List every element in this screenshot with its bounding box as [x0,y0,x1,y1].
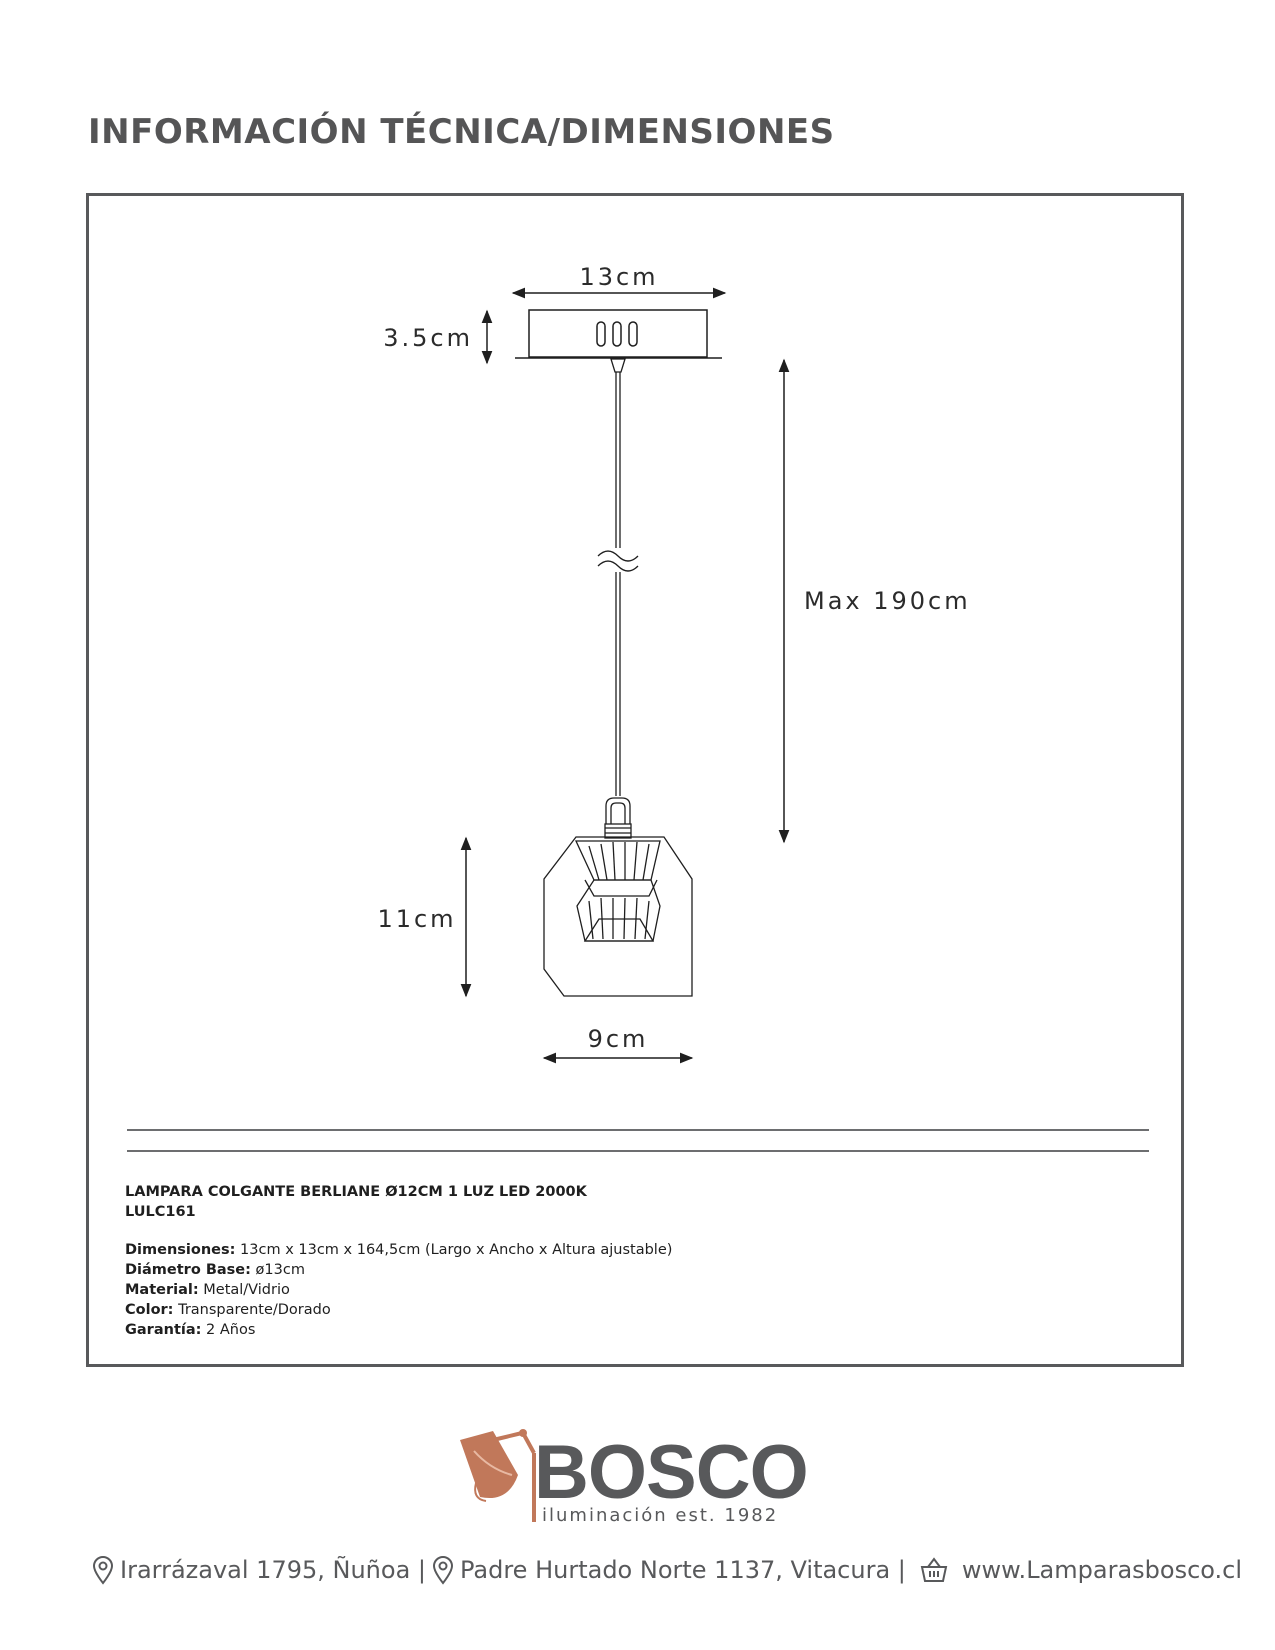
page-title: INFORMACIÓN TÉCNICA/DIMENSIONES [88,112,835,152]
shade-width-label: 9cm [588,1025,649,1053]
footer: Irarrázaval 1795, Ñuñoa | Padre Hurtado … [92,1555,1242,1585]
canopy-width-label: 13cm [579,263,658,291]
brand-name: BOSCO [534,1430,808,1515]
spec-color: Color: Transparente/Dorado [125,1302,331,1318]
footer-address-vitacura: Padre Hurtado Norte 1137, Vitacura | [460,1556,906,1584]
product-specs: LAMPARA COLGANTE BERLIANE Ø12CM 1 LUZ LE… [125,1182,672,1340]
divider-top [127,1129,1149,1131]
max-length-label: Max 190cm [804,587,971,615]
spec-base-diameter: Diámetro Base: ø13cm [125,1262,305,1278]
spec-material: Material: Metal/Vidrio [125,1282,290,1298]
spec-dimensions: Dimensiones: 13cm x 13cm x 164,5cm (Larg… [125,1242,673,1258]
suspension-cable [597,358,639,796]
shade-height-label: 11cm [377,905,456,933]
footer-website-link[interactable]: www.Lamparasbosco.cl [961,1556,1243,1584]
divider-bottom [127,1150,1149,1152]
location-pin-icon [92,1556,114,1585]
product-name: LAMPARA COLGANTE BERLIANE Ø12CM 1 LUZ LE… [125,1184,587,1200]
dimension-drawing: 13cm 3.5cm Max 190cm [377,263,971,1064]
location-pin-icon [432,1556,454,1585]
product-code: LULC161 [125,1204,196,1220]
footer-address-nunoa: Irarrázaval 1795, Ñuñoa | [120,1556,426,1584]
lamp-shade [543,797,693,997]
spec-warranty: Garantía: 2 Años [125,1322,256,1338]
ceiling-canopy [515,309,722,359]
shopping-basket-icon [920,1557,948,1582]
brand-tagline: iluminación est. 1982 [542,1505,778,1523]
technical-frame: 13cm 3.5cm Max 190cm [86,193,1184,1367]
bosco-logo: BOSCO iluminación est. 1982 [460,1429,809,1523]
lamp-logo-icon [460,1429,536,1522]
canopy-height-label: 3.5cm [383,324,473,352]
